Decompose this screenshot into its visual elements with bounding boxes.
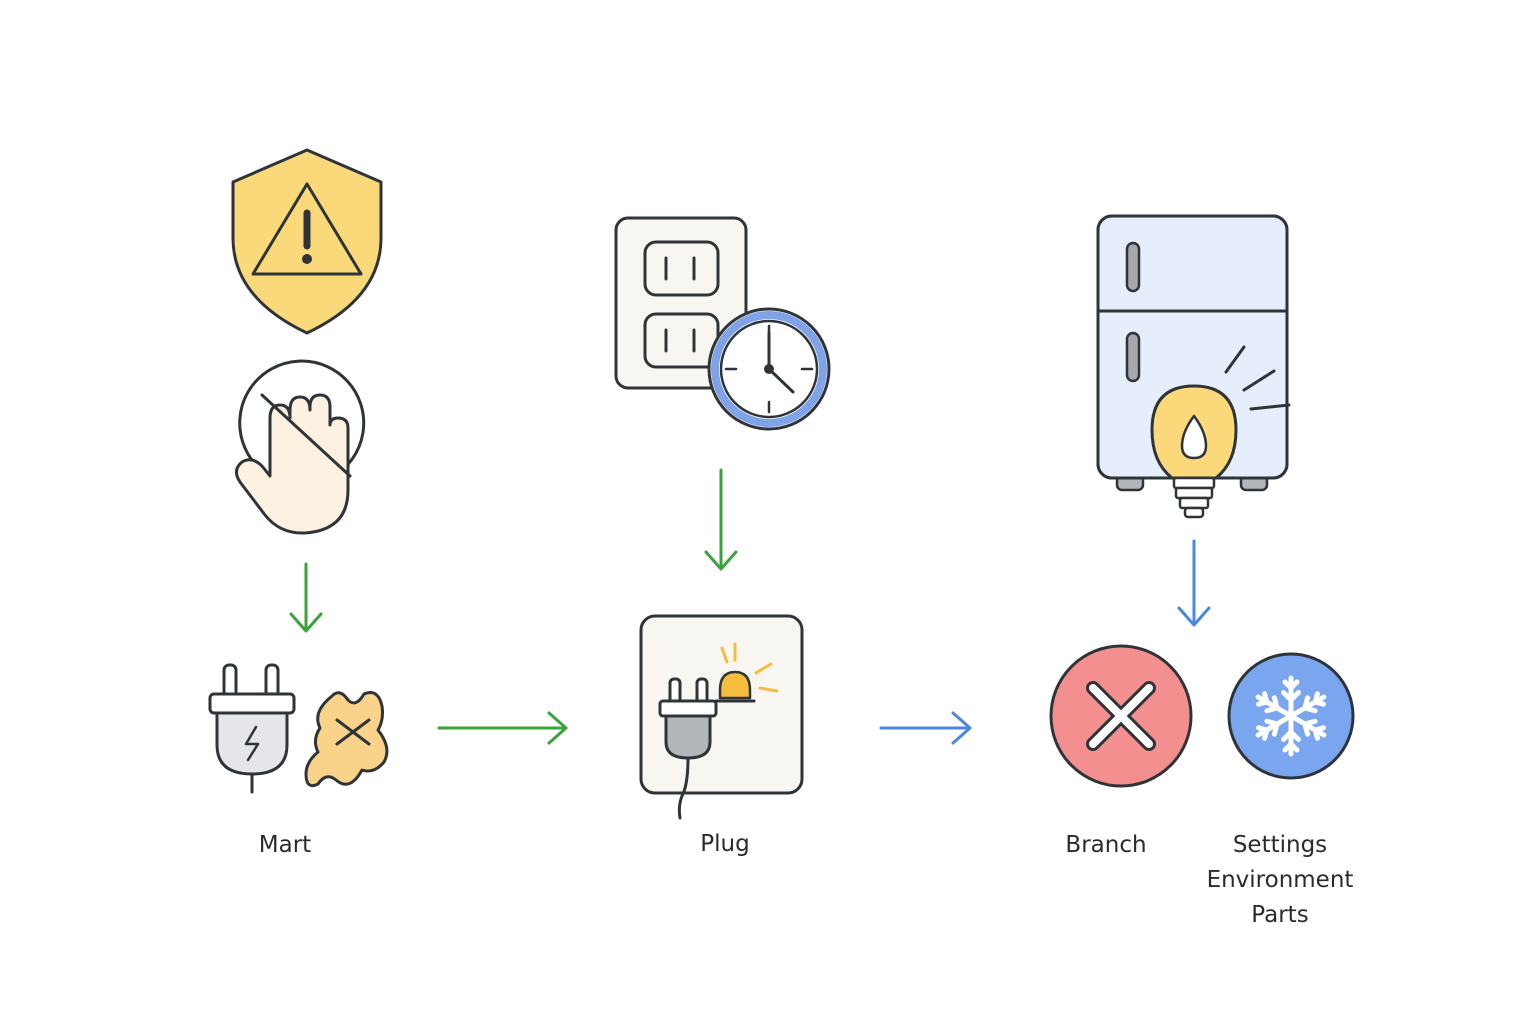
label-parts: Parts — [1251, 902, 1309, 928]
snowflake-arm — [1312, 691, 1320, 705]
no-touch-hand-icon — [235, 359, 366, 535]
snowflake-arm — [1271, 721, 1280, 737]
snowflake-icon — [1227, 652, 1355, 780]
wet-spill-icon — [304, 691, 389, 788]
light-bulb-icon — [1150, 345, 1291, 519]
plug-with-indicator-icon — [639, 614, 804, 820]
snowflake-arm — [1282, 679, 1294, 691]
label-environment: Environment — [1206, 867, 1354, 893]
label-plug: Plug — [700, 831, 750, 857]
label-settings: Settings — [1232, 832, 1328, 858]
arrow-down-green-2 — [704, 468, 738, 571]
warning-shield-icon — [231, 148, 383, 335]
arrow-right-green — [437, 711, 568, 745]
arrow-right-blue — [879, 711, 972, 745]
refrigerator-icon — [1096, 214, 1289, 492]
snowflake-arm — [1262, 727, 1270, 741]
clock-icon — [707, 307, 831, 431]
label-mart: Mart — [258, 832, 312, 858]
snowflake-arm — [1256, 699, 1270, 707]
label-branch: Branch — [1065, 832, 1147, 858]
arrow-down-green-1 — [289, 562, 323, 633]
electric-plug-icon — [208, 663, 296, 794]
snowflake-arm — [1302, 718, 1318, 727]
label-settings-stack: Settings Environment Parts — [1160, 828, 1400, 933]
cancel-x-icon — [1049, 644, 1193, 788]
snowflake-arm — [1302, 695, 1311, 711]
snowflake-arm — [1281, 690, 1294, 703]
snowflake-arm — [1288, 741, 1300, 753]
snowflake-arm — [1312, 725, 1326, 733]
arrow-down-blue — [1177, 539, 1211, 627]
snowflake-arm — [1288, 729, 1301, 742]
snowflake-arm — [1264, 705, 1280, 714]
